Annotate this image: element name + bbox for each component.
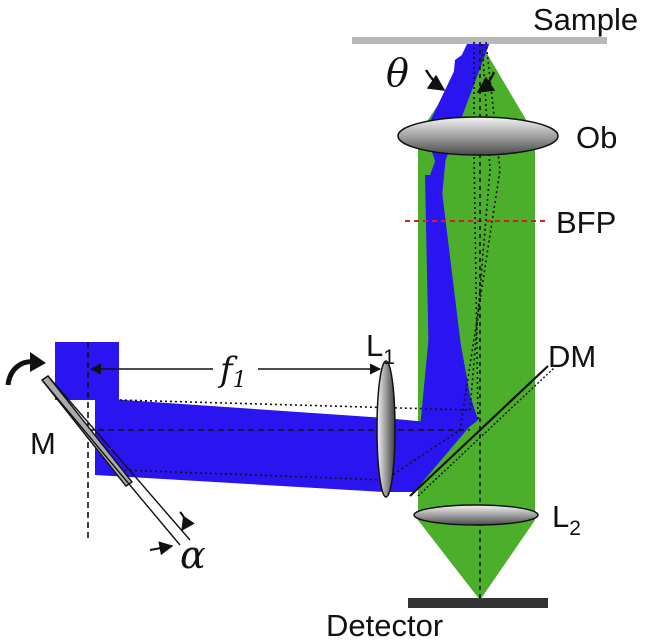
lens-l2 xyxy=(413,504,539,526)
mirror-label: M xyxy=(30,426,56,461)
detector-bar xyxy=(408,598,548,608)
lens-l1-label-sub: 1 xyxy=(383,346,395,369)
detector-label: Detector xyxy=(326,608,443,642)
lens-l2-label-sub: 2 xyxy=(569,517,581,540)
objective-lens xyxy=(397,116,559,156)
focal-length-label-sub: 1 xyxy=(233,368,247,393)
bfp-label: BFP xyxy=(556,205,616,240)
lens-l2-label: L2 xyxy=(552,499,581,540)
emission-beam-bottom-cone xyxy=(418,520,535,600)
scan-mirror xyxy=(40,375,191,546)
sample-label: Sample xyxy=(533,2,638,37)
sample-plate xyxy=(352,37,607,44)
theta-arrow-right xyxy=(476,71,496,93)
dichroic-mirror xyxy=(409,365,549,497)
curved-arrow-head xyxy=(30,352,46,372)
alpha-arrow-top xyxy=(179,511,195,532)
dichroic-mirror-dots xyxy=(417,367,555,497)
focal-length-label: f1 xyxy=(217,350,247,393)
alpha-label: α xyxy=(180,533,206,577)
lens-l1 xyxy=(376,360,396,498)
alpha-arrow-left xyxy=(149,541,174,556)
lens-l2-label-main: L xyxy=(552,499,569,534)
theta-label: θ xyxy=(386,51,409,95)
dm-label: DM xyxy=(548,339,596,374)
excitation-beam-to-lens xyxy=(95,398,385,492)
excitation-beam-input xyxy=(55,342,119,400)
theta-arrow-left xyxy=(424,69,446,91)
lens-l1-label-main: L xyxy=(366,328,383,363)
excitation-beam-lower-wedge xyxy=(425,175,470,420)
lens-l1-label: L1 xyxy=(366,328,395,369)
objective-label: Ob xyxy=(576,120,617,155)
